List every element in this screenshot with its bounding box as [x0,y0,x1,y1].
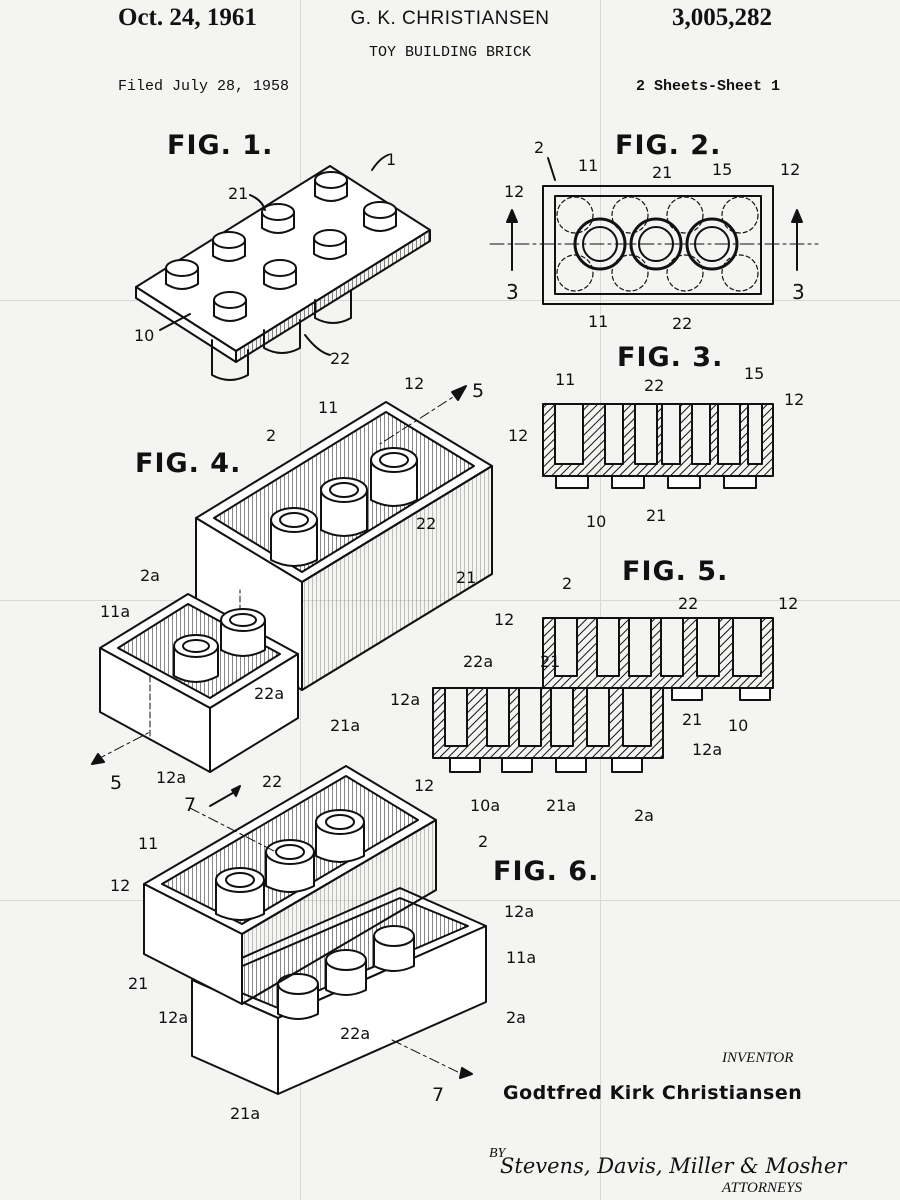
ref-numeral: 22a [254,684,285,703]
ref-numeral: 11 [138,834,159,853]
ref-numeral: 12 [508,426,529,445]
ref-numeral: 12 [504,182,525,201]
fig1-label: FIG. 1. [167,130,274,161]
ref-numeral: 10 [134,326,155,345]
inventor-name: Godtfred Kirk Christiansen [503,1082,803,1104]
ref-numeral: 15 [744,364,765,383]
ref-numeral: 22 [678,594,699,613]
ref-numeral: 22 [644,376,665,395]
ref-numeral: 10 [728,716,749,735]
ref-numeral: 11a [506,948,537,967]
ref-numeral: 2a [634,806,654,825]
fig3-label: FIG. 3. [617,342,724,373]
ref-numeral: 21 [128,974,149,993]
inventor-label: INVENTOR [722,1050,794,1066]
ref-numeral: 12a [390,690,421,709]
ref-numeral: 10a [470,796,501,815]
ref-numeral: 11a [100,602,131,621]
fig1-drawing [135,154,431,381]
fig3-drawing [542,403,774,489]
patent-date: Oct. 24, 1961 [118,4,257,31]
fig4-drawing [91,385,493,773]
fig2-drawing [489,157,819,305]
ref-numeral: 12 [778,594,799,613]
ref-numeral: 21a [546,796,577,815]
ref-numeral: 21 [682,710,703,729]
ref-numeral: 12a [158,1008,189,1027]
ref-numeral: 21a [330,716,361,735]
fig2-label: FIG. 2. [615,130,722,161]
ref-numeral: 2a [140,566,160,585]
fig5-drawing [432,617,774,773]
ref-numeral: 11 [555,370,576,389]
ref-numeral: 15 [712,160,733,179]
ref-numeral: 21 [228,184,249,203]
fig6-drawing [143,765,487,1095]
fig5-label: FIG. 5. [622,556,729,587]
ref-numeral: 7 [432,1084,445,1106]
panel-seam [0,900,900,901]
inventor-header: G. K. CHRISTIANSEN [350,8,550,29]
ref-numeral: 12 [110,876,131,895]
ref-numeral: 21 [652,163,673,182]
ref-numeral: 12 [494,610,515,629]
ref-numeral: 3 [792,280,805,304]
by-label: BY [489,1146,506,1161]
ref-numeral: 2 [534,138,545,157]
ref-numeral: 22 [672,314,693,333]
ref-numeral: 21 [456,568,477,587]
ref-numeral: 3 [506,280,519,304]
attorneys-signature: Stevens, Davis, Miller & Mosher [500,1154,847,1178]
ref-numeral: 12 [414,776,435,795]
attorneys-label: ATTORNEYS [722,1180,803,1196]
filed-date: Filed July 28, 1958 [118,78,290,95]
ref-numeral: 11 [318,398,339,417]
ref-numeral: 12a [156,768,187,787]
ref-numeral: 22a [340,1024,371,1043]
ref-numeral: 12a [692,740,723,759]
ref-numeral: 2 [562,574,573,593]
ref-numeral: 22 [416,514,437,533]
ref-numeral: 22 [330,349,351,368]
ref-numeral: 5 [110,772,123,794]
ref-numeral: 21 [540,652,561,671]
patent-title: TOY BUILDING BRICK [368,44,532,61]
fig6-label: FIG. 6. [493,856,600,887]
ref-numeral: 12 [784,390,805,409]
ref-numeral: 1 [386,150,397,169]
ref-numeral: 12 [780,160,801,179]
ref-numeral: 12 [404,374,425,393]
ref-numeral: 22a [463,652,494,671]
ref-numeral: 21 [646,506,667,525]
ref-numeral: 5 [472,380,485,402]
fig4-label: FIG. 4. [135,448,242,479]
ref-numeral: 2 [266,426,277,445]
ref-numeral: 11 [588,312,609,331]
ref-numeral: 21a [230,1104,261,1123]
ref-numeral: 2a [506,1008,526,1027]
ref-numeral: 11 [578,156,599,175]
sheet-number: 2 Sheets-Sheet 1 [636,78,781,95]
patent-number: 3,005,282 [672,4,772,31]
ref-numeral: 12a [504,902,535,921]
panel-seam [0,300,900,301]
ref-numeral: 10 [586,512,607,531]
ref-numeral: 7 [184,794,197,816]
ref-numeral: 2 [478,832,489,851]
ref-numeral: 22 [262,772,283,791]
